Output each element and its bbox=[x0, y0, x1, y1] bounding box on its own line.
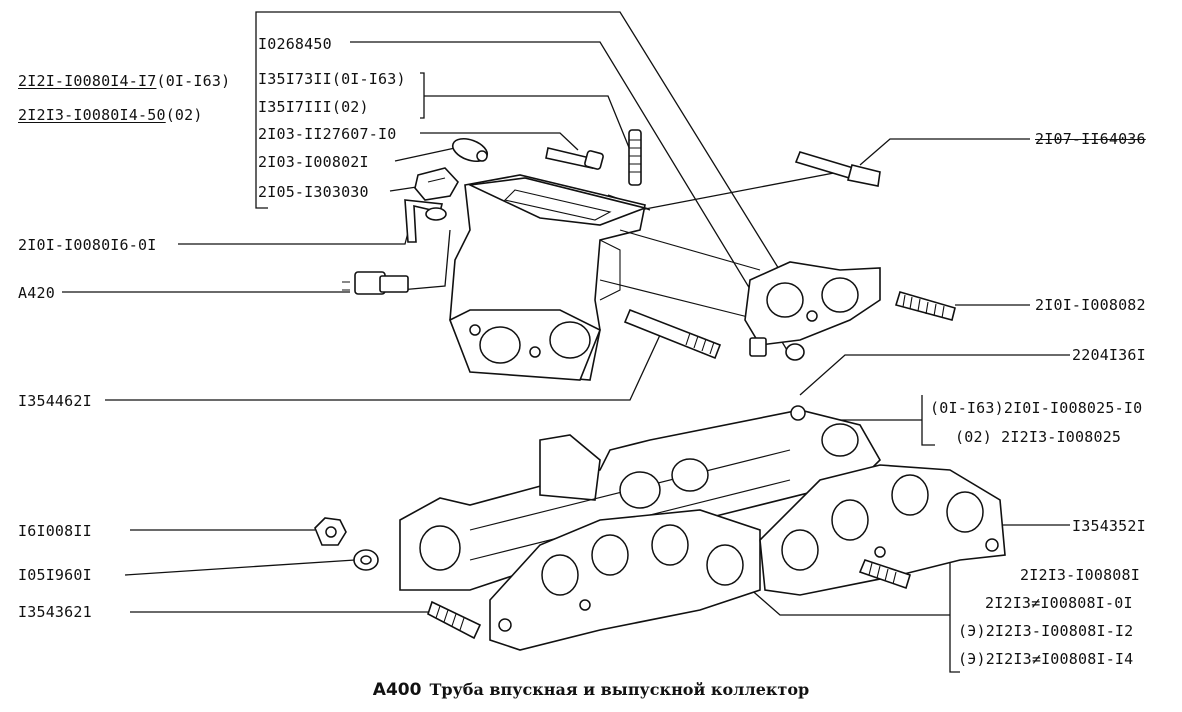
label-13543621: I3543621 bbox=[18, 603, 92, 621]
label-2121-part: 2I2I-I0080I4-I7 bbox=[18, 72, 157, 90]
label-2121-variant: (0I-I63) bbox=[156, 72, 231, 90]
stud-lower-right bbox=[858, 559, 911, 590]
nut-lower bbox=[314, 517, 347, 546]
sensor-a420 bbox=[342, 271, 409, 295]
stud-center bbox=[623, 308, 722, 360]
label-2107-1164036: 2I07-II64036 bbox=[1035, 130, 1146, 148]
label-10519601: I05I960I bbox=[18, 566, 92, 584]
washer-lower bbox=[353, 549, 379, 571]
gasket-front bbox=[489, 509, 761, 651]
label-21213-1008081-01: 2I2I3≠I00808I-0I bbox=[985, 594, 1133, 612]
label-21213-part: 2I2I3-I0080I4-50 bbox=[18, 106, 166, 124]
label-13543521: I354352I bbox=[1072, 517, 1146, 535]
label-a420: A420 bbox=[18, 284, 55, 302]
label-21213-1008081: 2I2I3-I00808I bbox=[1020, 566, 1140, 584]
label-21213-variant: (02) bbox=[165, 106, 203, 124]
label-21213-1008025: (02) 2I2I3-I008025 bbox=[955, 428, 1122, 446]
gasket-rear bbox=[759, 464, 1006, 596]
intake-flange-right bbox=[744, 261, 881, 361]
label-16100811: I6I008II bbox=[18, 522, 92, 540]
label-2121-1008014-17: 2I2I-I0080I4-I7(0I-I63) bbox=[18, 72, 230, 90]
bolt-top-2 bbox=[545, 147, 604, 170]
stud-top-1 bbox=[628, 129, 642, 186]
figure-caption: A400 Труба впускная и выпускной коллектор bbox=[0, 680, 1182, 700]
label-2105-1303030: 2I05-I303030 bbox=[258, 183, 369, 201]
label-2101-1008082: 2I0I-I008082 bbox=[1035, 296, 1146, 314]
label-10268450: I0268450 bbox=[258, 35, 332, 53]
exhaust-manifold bbox=[399, 405, 881, 591]
label-22041361: 2204I36I bbox=[1072, 346, 1146, 364]
banjo-bolt bbox=[451, 137, 489, 163]
label-e-21213-1008081-12: (Э)2I2I3-I00808I-I2 bbox=[958, 622, 1134, 640]
fitting-nut bbox=[414, 167, 459, 201]
label-1351731-0i-i63: I35I73II(0I-I63) bbox=[258, 70, 406, 88]
label-2101-1008025-10: (0I-I63)2I0I-I008025-I0 bbox=[930, 399, 1143, 417]
pipe-bent bbox=[404, 199, 447, 243]
label-2103-1127607-10: 2I03-II27607-I0 bbox=[258, 125, 397, 143]
stud-lower-left bbox=[427, 600, 482, 640]
label-21213-1008014-50: 2I2I3-I0080I4-50(02) bbox=[18, 106, 203, 124]
label-13544621: I354462I bbox=[18, 392, 92, 410]
figure-code: A400 bbox=[372, 680, 422, 700]
label-e-21213-1008081-14: (Э)2I2I3≠I00808I-I4 bbox=[958, 650, 1134, 668]
bracket-top-group bbox=[255, 11, 268, 209]
stud-right-mid bbox=[894, 291, 956, 321]
intake-pipe bbox=[448, 174, 761, 381]
label-2103-1008021: 2I03-I00802I bbox=[258, 153, 369, 171]
label-2101-1008016-01: 2I0I-I0080I6-0I bbox=[18, 236, 157, 254]
label-1351711-02: I35I7III(02) bbox=[258, 98, 369, 116]
figure-title: Труба впускная и выпускной коллектор bbox=[429, 680, 810, 699]
bolt-right-top bbox=[794, 151, 881, 187]
